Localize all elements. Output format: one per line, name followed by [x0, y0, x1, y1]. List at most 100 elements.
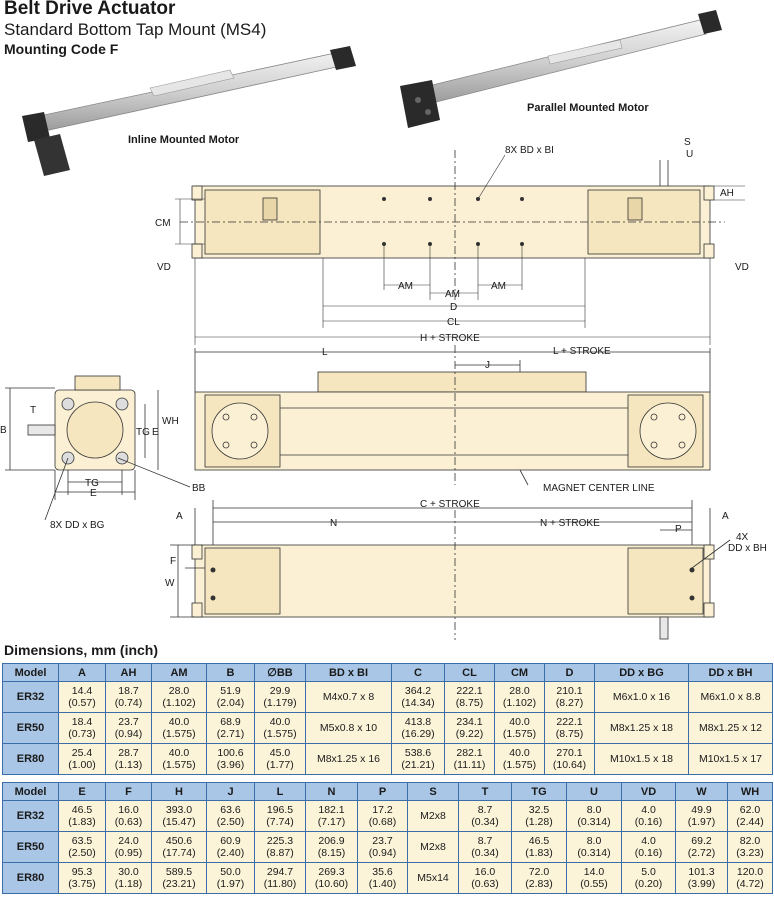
- inch-value: (2.44): [736, 816, 764, 828]
- label-vd-right: VD: [735, 262, 749, 273]
- metric-value: 40.0: [509, 747, 530, 759]
- value-cell: M10x1.5 x 18: [594, 743, 689, 775]
- end-view: [5, 375, 191, 521]
- inch-value: (1.575): [162, 728, 196, 740]
- metric-value: 40.0: [168, 747, 190, 759]
- value-cell: 8.7(0.34): [458, 831, 512, 863]
- metric-value: 210.1: [556, 685, 583, 697]
- inch-value: (3.99): [687, 878, 716, 890]
- inch-value: (1.18): [114, 878, 143, 890]
- inch-value: (1.28): [525, 816, 553, 828]
- col-header: ∅BB: [254, 663, 306, 682]
- technical-drawing: 8X BD x BI S U AH CM VD VD AM AM AM D CL…: [0, 10, 767, 640]
- metric-value: 16.0: [118, 804, 139, 816]
- inch-value: (3.75): [68, 878, 96, 890]
- value-cell: 32.5(1.28): [511, 800, 567, 832]
- metric-value: 538.6: [404, 747, 432, 759]
- label-tg-bottom: TG: [85, 478, 99, 489]
- inch-value: (1.575): [502, 759, 537, 771]
- label-am-1: AM: [398, 281, 413, 292]
- metric-value: 51.9: [220, 685, 241, 697]
- inch-value: (1.83): [525, 847, 553, 859]
- col-header: AM: [151, 663, 207, 682]
- metric-value: 14.0: [583, 866, 605, 878]
- label-ddbh-count: 4X: [736, 532, 749, 543]
- inch-value: (21.21): [401, 759, 435, 771]
- inch-value: (7.74): [266, 816, 294, 828]
- metric-value: 364.2: [404, 685, 432, 697]
- value-cell: 294.7(11.80): [254, 862, 306, 894]
- value-cell: 95.3(3.75): [58, 862, 106, 894]
- label-magnet-center: MAGNET CENTER LINE: [543, 483, 655, 494]
- value-cell: 46.5(1.83): [58, 800, 106, 832]
- value-cell: 40.0(1.575): [254, 712, 306, 744]
- metric-value: 63.6: [220, 804, 241, 816]
- label-ddbh: DD x BH: [728, 543, 767, 554]
- value-cell: 18.4(0.73): [58, 712, 106, 744]
- value-cell: 413.8(16.29): [391, 712, 445, 744]
- col-header: F: [105, 782, 152, 801]
- inch-value: (14.34): [401, 697, 435, 709]
- metric-value: 69.2: [691, 835, 712, 847]
- inch-value: (2.50): [216, 816, 245, 828]
- label-p: P: [675, 524, 682, 535]
- inch-value: (1.97): [216, 878, 245, 890]
- label-am-3: AM: [491, 281, 506, 292]
- inch-value: (2.83): [525, 878, 553, 890]
- value-cell: 29.9(1.179): [254, 681, 306, 713]
- col-header: Model: [2, 782, 59, 801]
- model-cell: ER32: [2, 681, 59, 713]
- label-f: F: [170, 556, 176, 567]
- metric-value: 4.0: [641, 804, 656, 816]
- inch-value: (16.29): [401, 728, 435, 740]
- value-cell: 8.0(0.314): [566, 831, 622, 863]
- metric-value: 206.9: [318, 835, 345, 847]
- caption-parallel-motor: Parallel Mounted Motor: [527, 102, 649, 114]
- value-cell: 62.0(2.44): [727, 800, 773, 832]
- label-e-bottom: E: [90, 488, 97, 499]
- inch-value: (0.74): [114, 697, 143, 709]
- value-cell: 25.4(1.00): [58, 743, 106, 775]
- value-cell: M8x1.25 x 12: [688, 712, 773, 744]
- label-ah: AH: [720, 188, 734, 199]
- label-bb: BB: [192, 483, 206, 494]
- inch-value: (23.21): [162, 878, 196, 890]
- col-header: T: [458, 782, 512, 801]
- metric-value: 450.6: [165, 835, 193, 847]
- label-w: W: [165, 578, 175, 589]
- inch-value: (8.27): [555, 697, 584, 709]
- inch-value: (1.102): [502, 697, 537, 709]
- metric-value: 29.9: [269, 685, 291, 697]
- metric-value: 8.0: [586, 804, 602, 816]
- metric-value: 28.0: [168, 685, 190, 697]
- metric-value: 35.6: [372, 866, 393, 878]
- col-header: WH: [727, 782, 773, 801]
- metric-value: 63.5: [71, 835, 93, 847]
- value-cell: 40.0(1.575): [494, 712, 545, 744]
- value-cell: 364.2(14.34): [391, 681, 445, 713]
- label-t: T: [30, 405, 36, 416]
- model-cell: ER50: [2, 712, 59, 744]
- inch-value: (1.575): [263, 728, 297, 740]
- value-cell: 450.6(17.74): [151, 831, 207, 863]
- label-e: E: [152, 427, 159, 438]
- value-cell: 40.0(1.575): [494, 743, 545, 775]
- dimensions-table-1: Model A AH AM B ∅BB BD x BI C CL CM D DD…: [2, 663, 773, 775]
- inch-value: (2.72): [687, 847, 716, 859]
- inch-value: (0.34): [471, 847, 499, 859]
- inch-value: (0.314): [577, 816, 611, 828]
- inch-value: (17.74): [162, 847, 196, 859]
- metric-value: 182.1: [318, 804, 345, 816]
- metric-value: 393.0: [165, 804, 193, 816]
- metric-value: 196.5: [266, 804, 294, 816]
- value-cell: 82.0(3.23): [727, 831, 773, 863]
- value-cell: 17.2(0.68): [357, 800, 408, 832]
- metric-value: 4.0: [641, 835, 656, 847]
- value-cell: M10x1.5 x 17: [688, 743, 773, 775]
- label-u: U: [686, 149, 693, 160]
- inch-value: (7.17): [317, 816, 346, 828]
- value-cell: M2x8: [407, 831, 459, 863]
- value-cell: 206.9(8.15): [305, 831, 358, 863]
- inch-value: (0.68): [368, 816, 397, 828]
